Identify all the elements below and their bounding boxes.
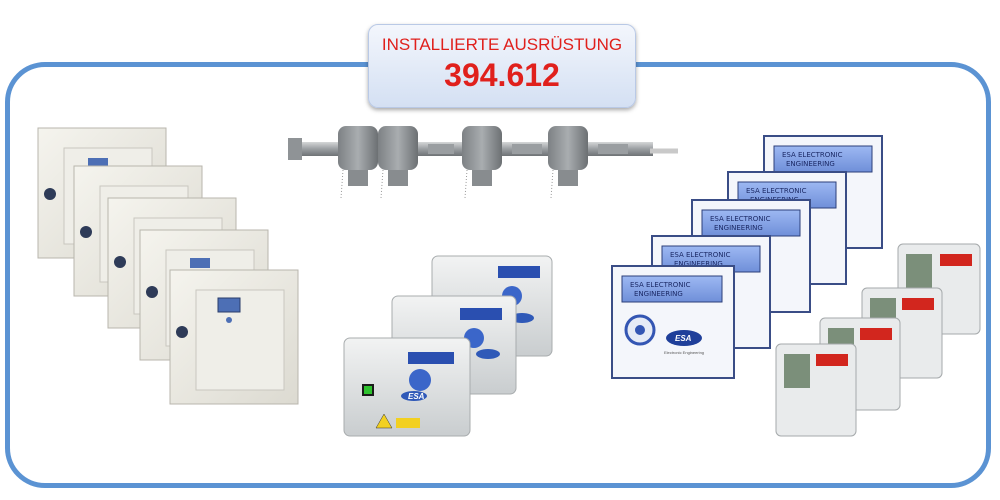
lcd-line2: ENGINEERING xyxy=(714,224,763,232)
lcd-panel-group: ESA ELECTRONIC ENGINEERING ESA ELECTRONI… xyxy=(611,135,883,379)
badge-label: INSTALLIERTE AUSRÜSTUNG xyxy=(381,35,623,54)
badge-value: 394.612 xyxy=(444,57,560,93)
lcd-line2: ENGINEERING xyxy=(674,260,723,268)
sensor-probe-icon xyxy=(378,126,418,199)
lcd-line1: ESA ELECTRONIC xyxy=(782,151,843,159)
sensor-probe-icon xyxy=(462,126,502,199)
lcd-line1: ESA ELECTRONIC xyxy=(670,251,731,259)
control-cabinet-icon xyxy=(169,269,299,405)
lcd-line2: ENGINEERING xyxy=(634,290,683,298)
lcd-line1: ESA ELECTRONIC xyxy=(630,281,691,289)
lcd-panel-icon: ESA ELECTRONIC ENGINEERING ESA Electroni… xyxy=(611,265,735,379)
detector-icon xyxy=(775,343,857,437)
installed-equipment-badge: INSTALLIERTE AUSRÜSTUNG 394.612 xyxy=(368,24,636,108)
controller-box-group: ESA xyxy=(343,255,553,437)
sensor-probe-group xyxy=(288,126,678,199)
sensor-probe-icon xyxy=(548,126,588,199)
lcd-line1: ESA ELECTRONIC xyxy=(710,215,771,223)
sensor-probe-icon xyxy=(338,126,378,199)
panel-brand: ESA xyxy=(675,334,692,343)
controller-brand: ESA xyxy=(408,392,425,401)
lcd-line2: ENGINEERING xyxy=(786,160,835,168)
lcd-line1: ESA ELECTRONIC xyxy=(746,187,807,195)
detector-group xyxy=(775,243,981,437)
panel-brand-sub: Electronic Engineering xyxy=(664,350,704,355)
cabinet-group xyxy=(37,127,299,405)
controller-box-icon: ESA xyxy=(343,337,471,437)
